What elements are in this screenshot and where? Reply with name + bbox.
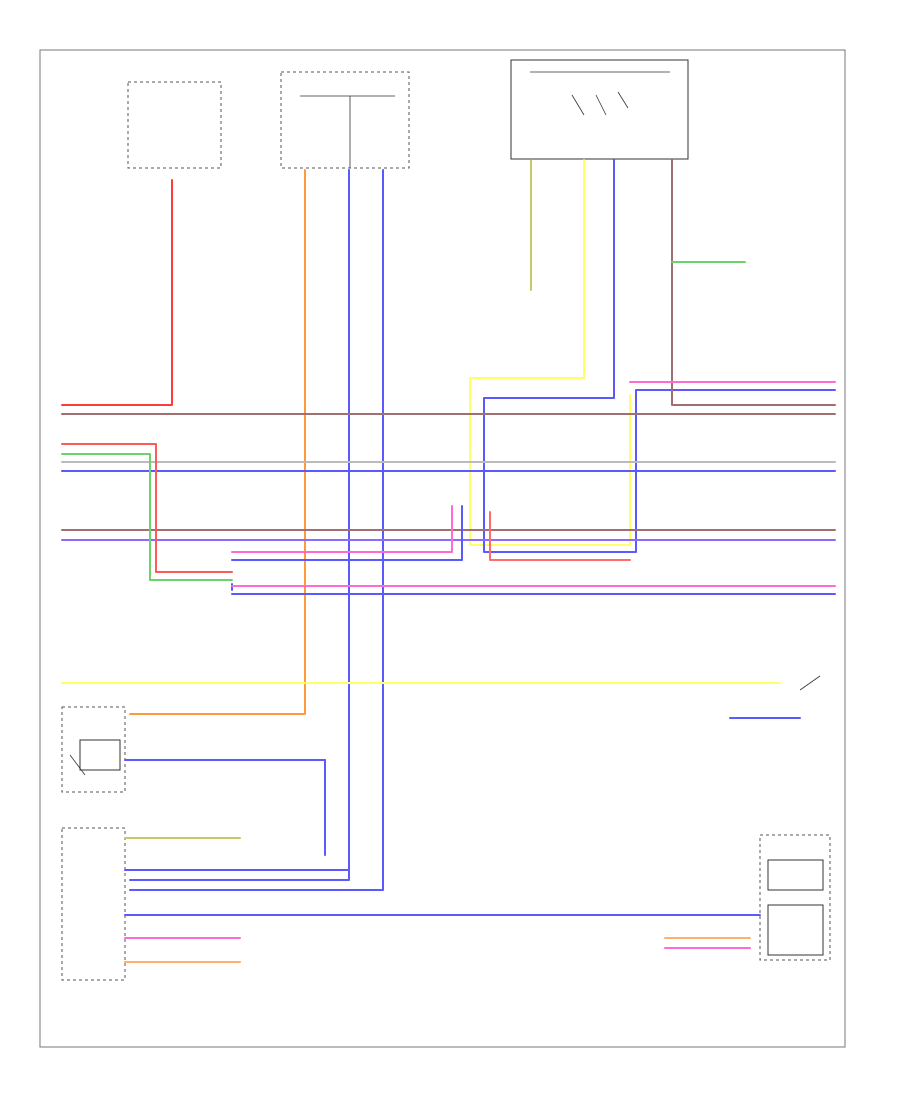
right-module-panel	[767, 904, 824, 956]
wire-blue-door	[483, 159, 836, 553]
diagram-frame	[39, 49, 846, 1048]
fuse-box-center	[280, 71, 410, 169]
right-switch-contact	[799, 675, 821, 691]
fuse-box-left	[127, 81, 222, 169]
wire-orange-vertical	[129, 169, 306, 715]
wire-blue-right	[129, 169, 384, 891]
door-switch-contact-1	[571, 94, 585, 116]
seat-switch-box	[61, 706, 126, 793]
wire-blue-left	[129, 169, 350, 881]
wire-red-lower	[489, 511, 631, 561]
door-switch-contact-3	[617, 91, 629, 109]
seat-switch-contact	[69, 754, 86, 776]
wire-blue-mid	[231, 505, 463, 561]
wire-pink-mid	[231, 505, 453, 553]
wire-green-branch	[61, 453, 233, 581]
wire-red-main	[61, 179, 173, 406]
right-module-box	[759, 834, 831, 961]
right-module-inner	[767, 859, 824, 891]
seat-switch-inner	[79, 739, 121, 771]
control-module-box	[61, 827, 126, 981]
door-lock-switch-box	[510, 59, 689, 160]
door-switch-contact-2	[595, 94, 607, 116]
wire-yellow-door	[469, 159, 631, 546]
wire-gray-door	[671, 159, 836, 406]
wire-red-branch	[61, 443, 233, 573]
